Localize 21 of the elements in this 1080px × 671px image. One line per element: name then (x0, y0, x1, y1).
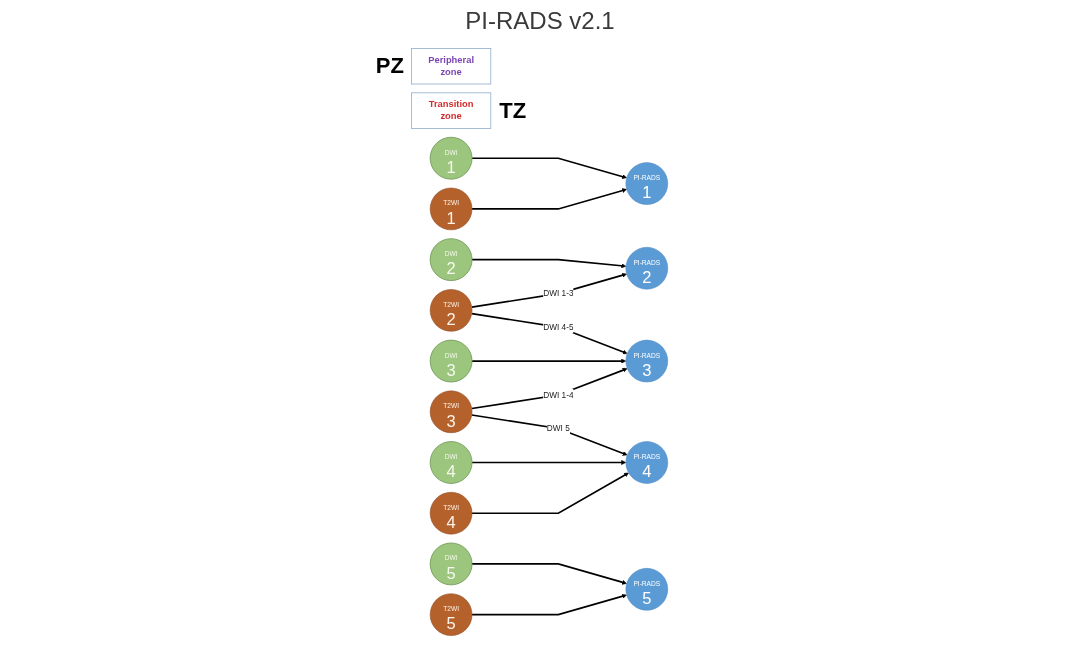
side-label: TZ (499, 97, 527, 124)
node-box: Transition zone (411, 92, 492, 129)
arrow (471, 272, 628, 308)
arrow (471, 157, 628, 179)
edge-label: DWI 1-4 (543, 389, 574, 400)
arrow (471, 593, 628, 616)
arrow (471, 563, 628, 585)
diagram-title: PI-RADS v2.1 (465, 6, 615, 36)
node-box: Peripheral zone (411, 48, 492, 85)
arrow (471, 358, 627, 364)
arrow (471, 472, 630, 515)
arrow (471, 188, 628, 210)
side-label: PZ (375, 53, 404, 80)
edge-label: DWI 4-5 (543, 322, 574, 332)
arrow (471, 258, 627, 269)
arrow (471, 312, 628, 355)
edge-label: DWI 1-3 (543, 288, 574, 298)
arrow (471, 460, 627, 465)
arrow (471, 367, 628, 410)
arrow (471, 414, 628, 456)
edge-label: DWI 5 (547, 423, 571, 433)
